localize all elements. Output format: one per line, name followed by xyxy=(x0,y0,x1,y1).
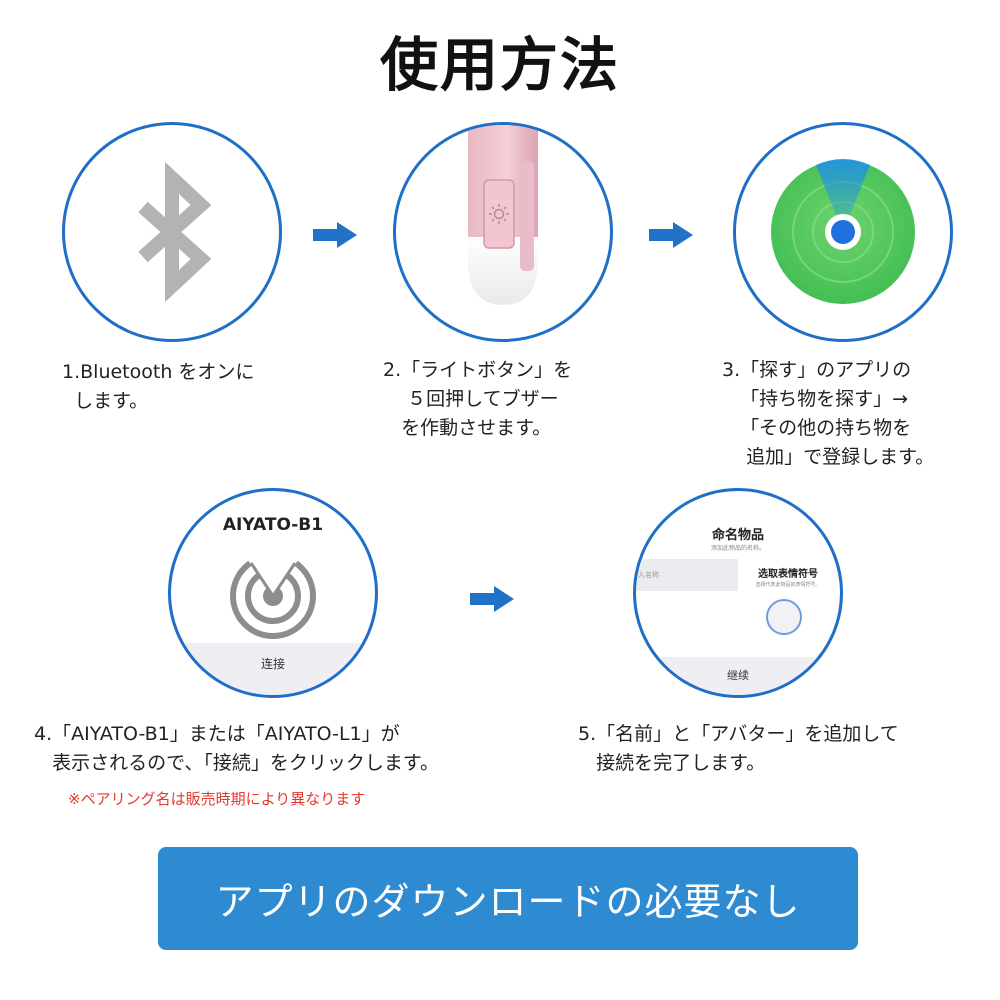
radar-icon xyxy=(230,551,316,639)
name-item-subtitle: 添加此物品的名称。 xyxy=(710,545,765,552)
connect-button[interactable]: 连接 xyxy=(260,657,285,671)
name-input[interactable]: 入名称 xyxy=(636,559,738,591)
step5-caption: 5.「名前」と「アバター」を追加して 接続を完了します。 xyxy=(578,723,899,774)
name-item-heading: 命名物品 xyxy=(711,528,764,543)
light-button-icon xyxy=(489,204,509,224)
emoji-subtitle: 选择代表此物品的表情符号。 xyxy=(755,582,821,588)
emoji-heading: 选取表情符号 xyxy=(758,569,818,580)
step4-note: ※ペアリング名は販売時期により異なります xyxy=(68,790,366,808)
arrow-right-icon xyxy=(470,586,514,612)
step3-circle xyxy=(733,122,953,342)
continue-button[interactable]: 继续 xyxy=(727,669,749,682)
tracker-device-image xyxy=(468,125,538,305)
device-name-label: AIYATO-B1 xyxy=(222,515,324,535)
page-title: 使用方法 xyxy=(379,31,620,99)
find-my-icon xyxy=(771,159,915,304)
emoji-circle-icon[interactable] xyxy=(766,599,802,635)
step2-circle xyxy=(393,122,613,342)
step1-caption: 1.Bluetooth をオンに します。 xyxy=(62,361,255,412)
step5-circle: 命名物品 添加此物品的名称。 入名称 选取表情符号 选择代表此物品的表情符号。 … xyxy=(633,488,843,698)
arrow-right-icon xyxy=(649,222,693,248)
step4-circle: AIYATO-B1 连接 xyxy=(168,488,378,698)
bluetooth-icon xyxy=(138,161,212,303)
no-download-banner: アプリのダウンロードの必要なし xyxy=(158,847,858,950)
connect-bar xyxy=(171,643,375,695)
step4-caption: 4.「AIYATO-B1」または「AIYATO-L1」が 表示されるので、「接続… xyxy=(34,723,439,774)
step3-caption: 3.「探す」のアプリの 「持ち物を探す」→ 「その他の持ち物を 追加」で登録しま… xyxy=(722,359,935,468)
step2-caption: 2.「ライトボタン」を ５回押してブザー を作動させます。 xyxy=(383,359,573,439)
name-input-placeholder: 入名称 xyxy=(638,571,659,579)
arrow-right-icon xyxy=(313,222,357,248)
step1-circle xyxy=(62,122,282,342)
continue-bar xyxy=(636,657,840,695)
